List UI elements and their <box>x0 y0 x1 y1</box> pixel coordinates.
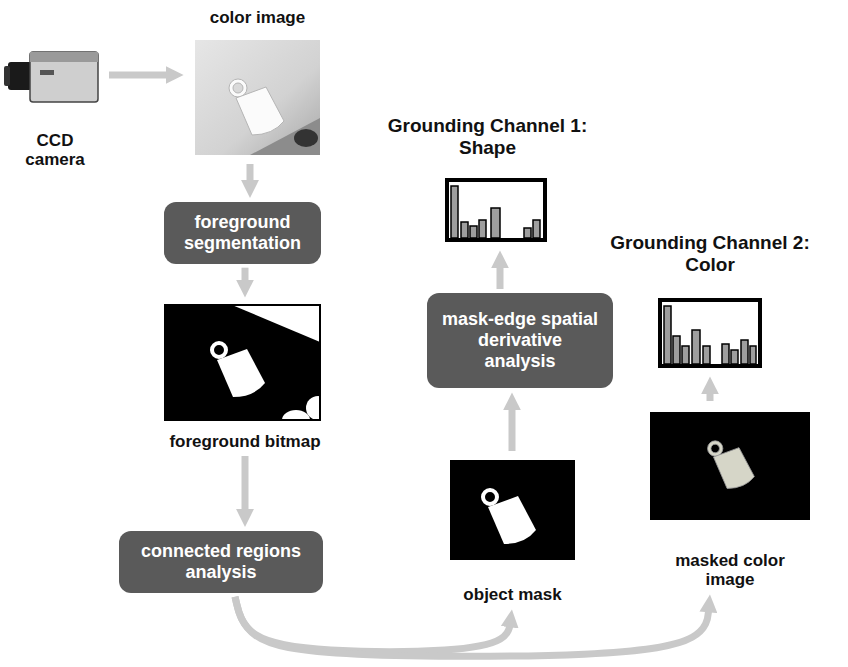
figure-label: color image <box>210 8 305 28</box>
camera-lens <box>8 62 32 90</box>
bitmap-region <box>232 305 320 342</box>
color-histogram <box>660 300 760 366</box>
process-label: mask-edge spatial derivative analysis <box>441 309 599 371</box>
flow-arrow <box>707 389 714 401</box>
photo-ground <box>195 40 320 155</box>
figure-node: color image <box>188 8 327 160</box>
figure-label: foreground bitmap <box>169 432 320 452</box>
histogram-bars <box>451 186 540 238</box>
histogram-frame <box>447 180 545 240</box>
mask-cup <box>481 488 536 544</box>
flow-arrow <box>509 405 516 451</box>
flow-arrow <box>109 72 171 79</box>
flow-arrow <box>247 164 254 185</box>
histogram-frame <box>660 300 760 366</box>
flow-arrow <box>242 456 249 514</box>
flow-arrow <box>242 268 249 285</box>
ccd-camera-icon <box>4 52 98 102</box>
color-photo <box>195 40 320 155</box>
object-mask-image <box>450 460 575 560</box>
figure-node: Grounding Channel 1: Shape <box>375 115 600 246</box>
process-box: foreground segmentation <box>164 202 321 263</box>
camera-lens-rim <box>4 66 10 86</box>
mask-ground <box>450 460 575 560</box>
figure-node: CCD camera <box>5 50 105 170</box>
camera-top <box>30 52 98 62</box>
camera-badge <box>40 70 54 75</box>
masked-cup <box>708 441 755 489</box>
figure-node: object mask <box>445 455 580 605</box>
figure-label: object mask <box>463 585 561 605</box>
masked-color-image-picture <box>650 412 810 520</box>
foreground-bitmap-image <box>165 305 320 420</box>
figure-node: Grounding Channel 2: Color <box>600 232 820 372</box>
process-label: foreground segmentation <box>178 212 307 253</box>
bitmap-cup <box>210 341 265 397</box>
flow-arrow <box>497 263 504 289</box>
bitmap-frame <box>165 305 320 420</box>
process-box: connected regions analysis <box>119 531 323 592</box>
shape-histogram <box>447 180 545 240</box>
masked-ground <box>650 412 810 520</box>
cup-photo <box>229 79 284 135</box>
figure-label: Grounding Channel 1: Shape <box>380 115 595 159</box>
bitmap-blob <box>306 396 320 420</box>
figure-label: CCD camera <box>20 131 90 170</box>
figure-label: Grounding Channel 2: Color <box>603 232 818 276</box>
bitmap-blob <box>282 410 310 420</box>
process-label: connected regions analysis <box>133 541 309 582</box>
bitmap-ground <box>165 305 320 420</box>
camera-body <box>30 52 98 102</box>
flow-arrow <box>235 597 709 657</box>
histogram-bars <box>664 306 756 364</box>
figure-label: masked color image <box>675 551 785 590</box>
figure-node: masked color image <box>645 405 815 590</box>
process-box: mask-edge spatial derivative analysis <box>427 293 613 388</box>
figure-node: foreground bitmap <box>163 302 327 452</box>
photo-dark-object <box>294 129 318 147</box>
